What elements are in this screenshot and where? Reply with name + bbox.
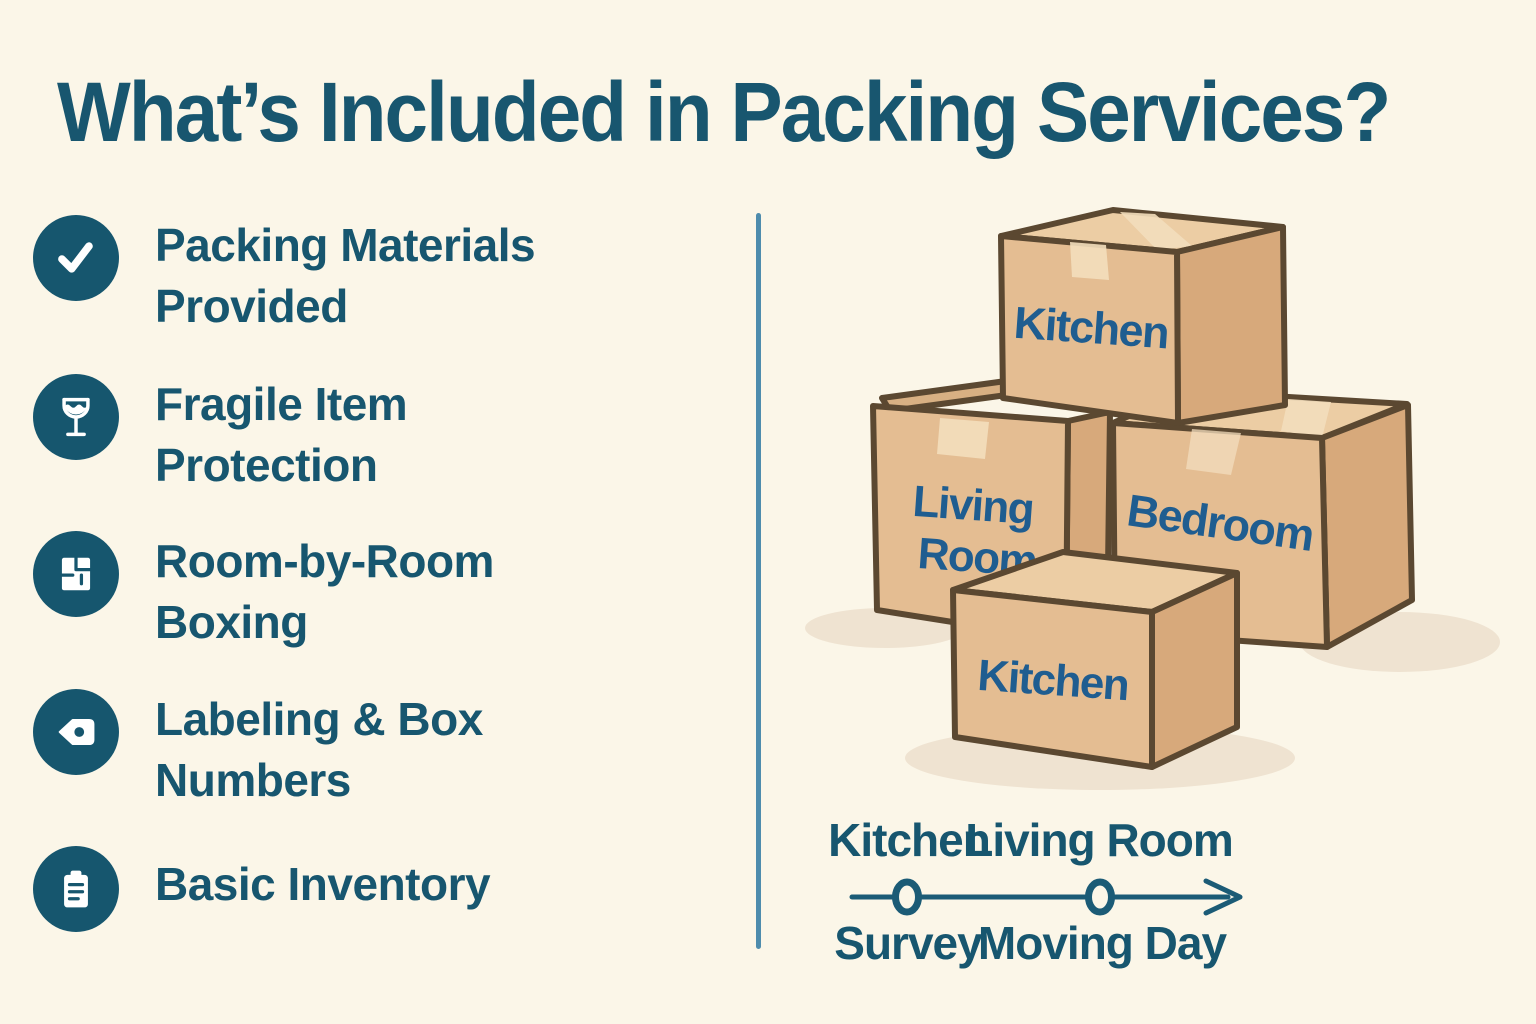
list-item-label: Packing Materials Provided xyxy=(155,219,536,332)
box-label: Living xyxy=(911,477,1035,534)
list-item-label: Labeling & Box Numbers xyxy=(155,693,483,806)
box-label: Kitchen xyxy=(976,651,1130,710)
list-item-label: Room-by-Room Boxing xyxy=(155,535,494,648)
box-label: Kitchen xyxy=(1012,297,1170,359)
tag-icon xyxy=(33,689,119,775)
timeline-top-label: Living Room xyxy=(965,814,1233,866)
page-title: What’s Included in Packing Services? xyxy=(57,65,1391,159)
list-item: Room-by-Room Boxing xyxy=(33,531,494,653)
list-item-label: Fragile Item Protection xyxy=(155,378,408,491)
clipboard-icon xyxy=(33,846,119,932)
list-item-label: Basic Inventory xyxy=(155,858,491,910)
top-kitchen-box: Kitchen xyxy=(998,207,1288,426)
list-item: Basic Inventory xyxy=(33,846,491,932)
timeline: Kitchen Living Room Survey Moving Day xyxy=(828,814,1243,969)
timeline-node xyxy=(892,878,922,916)
timeline-arrow-icon xyxy=(1203,878,1243,916)
vertical-divider xyxy=(756,213,761,949)
list-item: Packing Materials Provided xyxy=(33,215,536,337)
list-item: Labeling & Box Numbers xyxy=(33,689,483,811)
front-kitchen-box: Kitchen xyxy=(950,549,1240,770)
wine-glass-icon xyxy=(33,374,119,460)
list-item: Fragile Item Protection xyxy=(33,374,408,496)
timeline-top-label: Kitchen xyxy=(828,814,990,866)
timeline-bottom-label: Survey xyxy=(834,917,983,969)
timeline-bottom-label: Moving Day xyxy=(978,917,1228,969)
floor-plan-icon xyxy=(33,531,119,617)
timeline-node xyxy=(1085,878,1115,916)
check-icon xyxy=(33,215,119,301)
